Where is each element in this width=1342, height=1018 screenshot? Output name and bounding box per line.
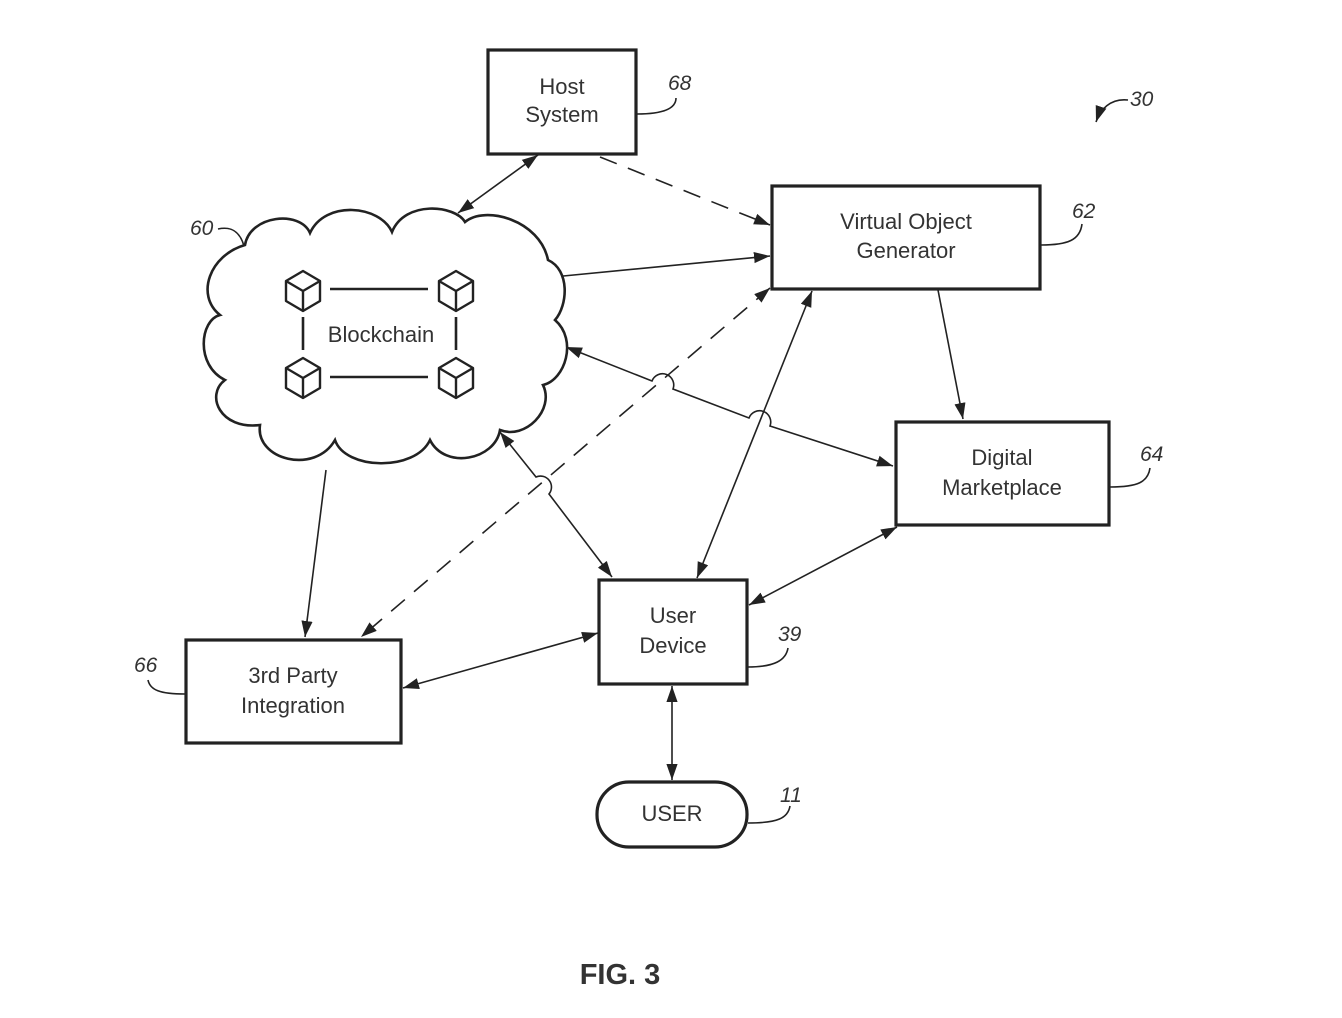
ref-number-39: 39 <box>778 623 802 646</box>
block-cube-icon <box>284 269 322 313</box>
ref-leader-68 <box>636 97 677 115</box>
block-cube-icon <box>284 356 322 400</box>
third-party-integration-node[interactable]: 3rd Party Integration <box>184 638 403 745</box>
ref-number-11: 11 <box>780 784 802 807</box>
edges <box>301 154 966 780</box>
block-cube-icon <box>437 356 475 400</box>
ref-number-60: 60 <box>190 217 214 240</box>
vog-label-line1: Virtual Object <box>840 209 972 234</box>
ref-number-68: 68 <box>668 72 692 95</box>
ref-leader-62 <box>1040 223 1083 246</box>
user-label: USER <box>641 801 702 826</box>
ref-number-30: 30 <box>1130 88 1154 111</box>
vog-label-line2: Generator <box>856 238 955 263</box>
user-node[interactable]: USER <box>595 780 749 849</box>
ref-leader-11 <box>747 805 791 824</box>
edge-marketplace-userdevice <box>748 526 898 606</box>
ref-leader-60 <box>217 227 245 247</box>
ref-leader-30 <box>1095 99 1129 123</box>
ref-leader-64 <box>1109 467 1151 488</box>
edge-vog-marketplace <box>937 289 966 420</box>
edge-blockchain-userdevice <box>499 431 613 578</box>
edge-blockchain-host <box>457 154 539 214</box>
user-device-node[interactable]: User Device <box>597 578 749 686</box>
blockchain-label: Blockchain <box>328 322 434 347</box>
digital-marketplace-node[interactable]: Digital Marketplace <box>894 420 1111 527</box>
blockchain-node[interactable]: Blockchain <box>202 207 569 465</box>
user-device-label-line2: Device <box>639 633 706 658</box>
edge-blockchain-marketplace <box>565 346 894 467</box>
marketplace-label-line2: Marketplace <box>942 475 1062 500</box>
edge-host-vog <box>599 156 771 226</box>
edge-blockchain-thirdparty <box>301 469 327 638</box>
host-system-label-line2: System <box>525 102 598 127</box>
edge-blockchain-vog <box>552 251 771 278</box>
marketplace-label-line1: Digital <box>971 445 1032 470</box>
ref-number-64: 64 <box>1140 443 1163 466</box>
host-system-label-line1: Host <box>539 74 584 99</box>
third-party-label-line2: Integration <box>241 693 345 718</box>
ref-number-66: 66 <box>134 654 158 677</box>
user-device-label-line1: User <box>650 603 696 628</box>
ref-leader-66 <box>147 679 186 695</box>
third-party-label-line1: 3rd Party <box>248 663 337 688</box>
ref-leader-39 <box>747 647 789 668</box>
edge-userdevice-thirdparty <box>402 631 599 690</box>
chain-links <box>301 287 458 379</box>
block-cube-icon <box>437 269 475 313</box>
virtual-object-generator-node[interactable]: Virtual Object Generator <box>770 184 1042 291</box>
cloud-shape <box>202 207 569 465</box>
figure-caption: FIG. 3 <box>580 959 661 991</box>
host-system-node[interactable]: Host System <box>486 48 638 156</box>
ref-number-62: 62 <box>1072 200 1096 223</box>
